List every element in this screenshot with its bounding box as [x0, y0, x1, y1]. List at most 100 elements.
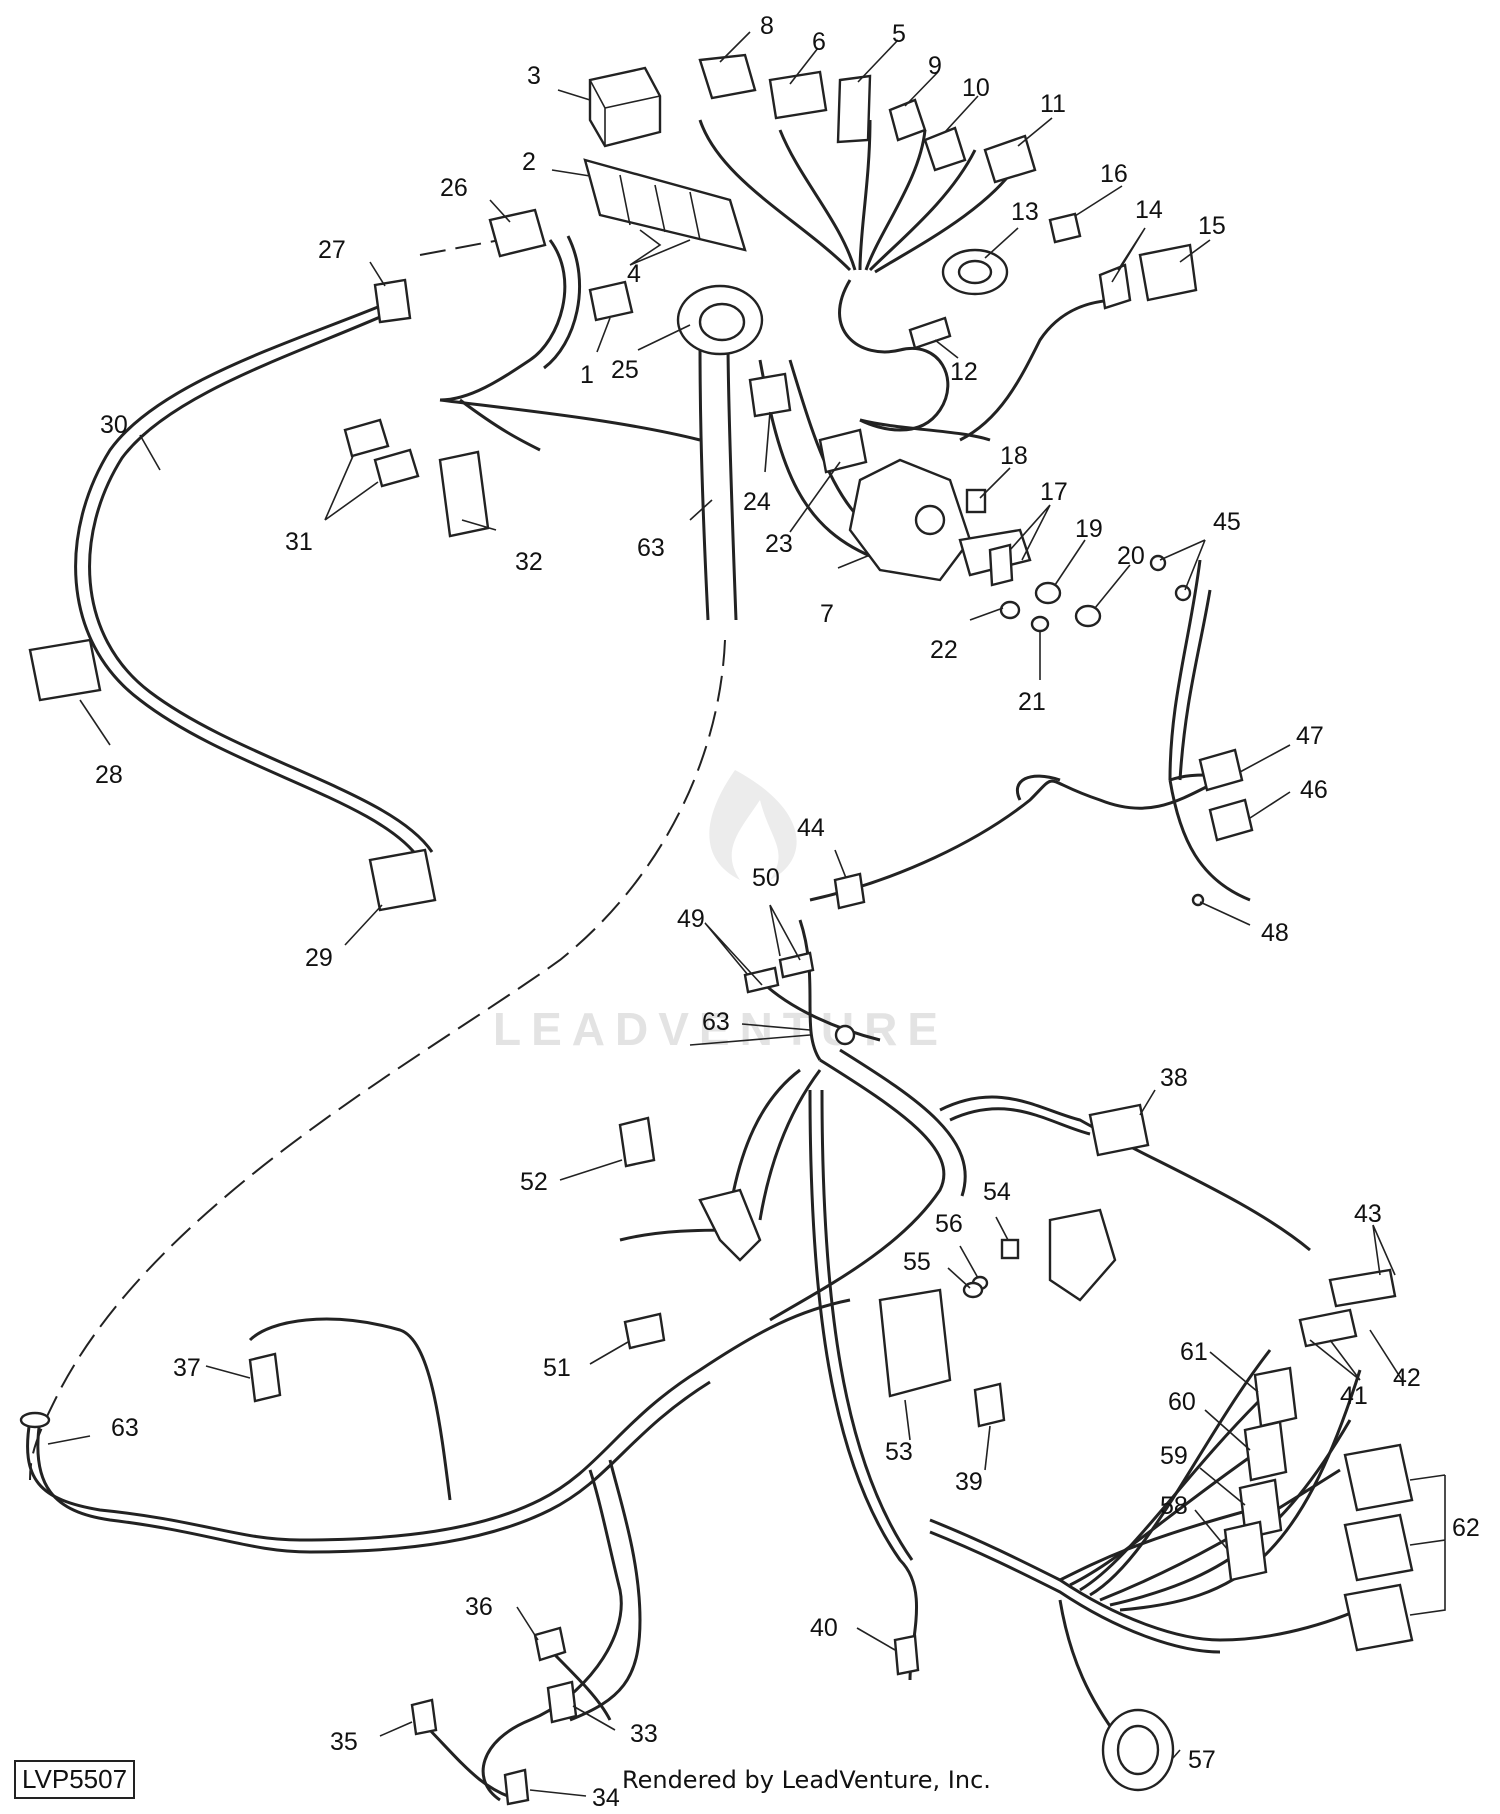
callout-39: 39 — [955, 1468, 983, 1496]
grommet-13-shape — [941, 248, 1009, 296]
bolt-18-shape — [965, 488, 987, 514]
callout-52: 52 — [520, 1168, 548, 1196]
tabs-17-shape — [988, 543, 1014, 587]
callout-40: 40 — [810, 1614, 838, 1642]
callout-14: 14 — [1135, 196, 1163, 224]
connector-26-shape — [488, 208, 547, 258]
callout-41: 41 — [1340, 1382, 1368, 1410]
connector-44-shape — [833, 872, 866, 910]
callout-63-upper: 63 — [637, 534, 665, 562]
callout-10: 10 — [962, 74, 990, 102]
connector-31a-shape — [343, 418, 390, 458]
callout-30: 30 — [100, 411, 128, 439]
leader-lines — [47, 31, 1446, 1797]
callout-47: 47 — [1296, 722, 1324, 750]
connector-16-shape — [1048, 212, 1082, 244]
callout-17: 17 — [1040, 478, 1068, 506]
washer-22-shape — [999, 600, 1021, 620]
connector-5-shape — [836, 74, 872, 144]
callout-53: 53 — [885, 1438, 913, 1466]
callout-25: 25 — [611, 356, 639, 384]
callout-46: 46 — [1300, 776, 1328, 804]
callout-57: 57 — [1188, 1746, 1216, 1774]
relay-3-shape — [588, 66, 662, 148]
watermark-text: LEADVENTURE — [493, 1003, 948, 1055]
callout-8: 8 — [760, 12, 774, 40]
callout-21: 21 — [1018, 688, 1046, 716]
callout-22: 22 — [930, 636, 958, 664]
render-credit: Rendered by LeadVenture, Inc. — [622, 1766, 991, 1794]
callout-19: 19 — [1075, 515, 1103, 543]
relay-base-28-shape — [28, 638, 102, 702]
connector-35-shape — [410, 1698, 438, 1736]
connector-23-shape — [818, 428, 868, 474]
callout-35: 35 — [330, 1728, 358, 1756]
callout-50: 50 — [752, 864, 780, 892]
connector-31b-shape — [373, 448, 420, 488]
connector-12-shape — [908, 316, 952, 350]
callout-27: 27 — [318, 236, 346, 264]
callout-60: 60 — [1168, 1388, 1196, 1416]
callout-13: 13 — [1011, 198, 1039, 226]
watermark: LEADVENTURE — [493, 770, 948, 1055]
callout-43: 43 — [1354, 1200, 1382, 1228]
callout-6: 6 — [812, 28, 826, 56]
washer-19-shape — [1034, 581, 1062, 605]
connector-60-shape — [1243, 1420, 1288, 1482]
connector-62c-shape — [1343, 1583, 1414, 1652]
callout-32: 32 — [515, 548, 543, 576]
callout-51: 51 — [543, 1354, 571, 1382]
callout-59: 59 — [1160, 1442, 1188, 1470]
callout-11: 11 — [1040, 90, 1066, 118]
callout-31: 31 — [285, 528, 313, 556]
relay-base-29-shape — [368, 848, 437, 912]
connector-27-shape — [373, 278, 412, 324]
callout-4: 4 — [627, 260, 641, 288]
connector-58-shape — [1223, 1520, 1268, 1582]
callout-29: 29 — [305, 944, 333, 972]
connector-10-shape — [923, 126, 967, 172]
terminals-50-shape — [778, 951, 815, 979]
harness-lines — [26, 119, 1381, 1802]
callout-63-lower: 63 — [111, 1414, 139, 1442]
connector-40-shape — [893, 1634, 920, 1676]
callout-37: 37 — [173, 1354, 201, 1382]
callout-28: 28 — [95, 761, 123, 789]
callout-45: 45 — [1213, 508, 1241, 536]
connector-39-shape — [973, 1382, 1006, 1428]
callout-23: 23 — [765, 530, 793, 558]
connector-37-shape — [248, 1352, 282, 1403]
sleeve-63-shape — [19, 1411, 51, 1429]
terminals-41-shape — [1298, 1308, 1358, 1348]
callout-34: 34 — [592, 1784, 620, 1812]
components — [19, 53, 1414, 1806]
callout-7: 7 — [820, 600, 834, 628]
callout-63-middle: 63 — [702, 1008, 730, 1036]
callout-54: 54 — [983, 1178, 1011, 1206]
callout-20: 20 — [1117, 542, 1145, 570]
connector-11-shape — [983, 134, 1037, 184]
connector-52-shape — [618, 1116, 656, 1168]
callout-55: 55 — [903, 1248, 931, 1276]
callout-12: 12 — [950, 358, 978, 386]
callout-15: 15 — [1198, 212, 1226, 240]
connector-32-shape — [438, 450, 490, 538]
block-15-shape — [1138, 243, 1198, 302]
connector-6-shape — [768, 70, 828, 120]
connector-14-shape — [1098, 263, 1132, 310]
bracket-shape — [698, 1188, 762, 1262]
nut-20-shape — [1074, 604, 1102, 628]
connector-47-shape — [1198, 748, 1244, 792]
callout-labels: 1 2 3 4 5 6 7 8 9 10 11 12 13 14 15 16 1… — [95, 12, 1480, 1812]
callout-58: 58 — [1160, 1492, 1188, 1520]
callout-33: 33 — [630, 1720, 658, 1748]
connector-1-shape — [588, 280, 634, 322]
connector-34-shape — [503, 1768, 530, 1806]
connector-51-shape — [623, 1312, 666, 1350]
callout-38: 38 — [1160, 1064, 1188, 1092]
callout-2: 2 — [522, 148, 536, 176]
terminals-43-shape — [1328, 1268, 1397, 1308]
bolt-54-shape — [1000, 1238, 1020, 1260]
callout-18: 18 — [1000, 442, 1028, 470]
